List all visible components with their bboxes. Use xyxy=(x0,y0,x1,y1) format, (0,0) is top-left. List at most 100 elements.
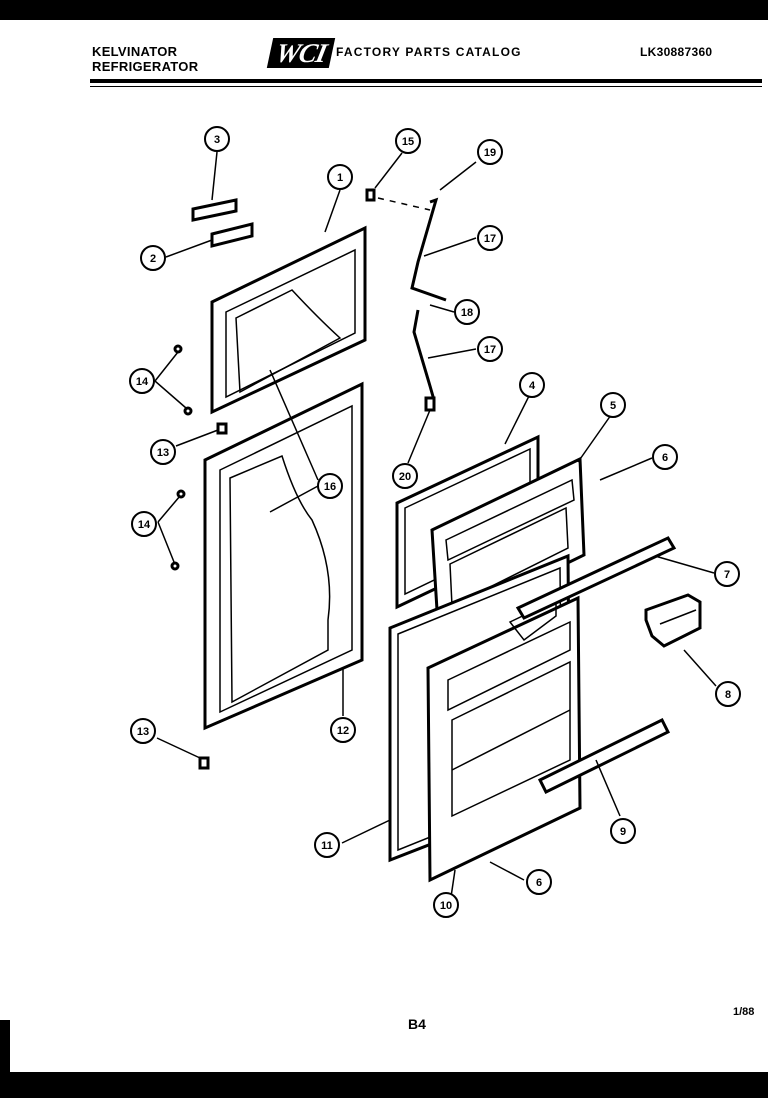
hinge-alignment-line xyxy=(377,197,431,211)
callout-label: 2 xyxy=(150,253,156,265)
callout-label: 15 xyxy=(402,136,414,148)
part-fresh-food-door xyxy=(203,381,364,731)
callout-circle xyxy=(526,869,552,895)
callout-label: 5 xyxy=(610,400,616,412)
callout-c2: 2 xyxy=(140,245,166,271)
part-freezer-door xyxy=(210,225,367,415)
callout-label: 4 xyxy=(529,380,536,392)
callout-circle xyxy=(715,681,741,707)
leader-1 xyxy=(324,189,341,233)
callout-c9: 9 xyxy=(610,818,636,844)
callout-label: 10 xyxy=(440,900,452,912)
callout-c16: 16 xyxy=(317,473,343,499)
leader-9 xyxy=(595,759,621,817)
callout-circle xyxy=(477,336,503,362)
callout-label: 12 xyxy=(337,725,349,737)
leader-14a2 xyxy=(154,380,187,409)
leader-20 xyxy=(407,409,431,464)
leader-5 xyxy=(577,414,612,463)
callout-circle xyxy=(519,372,545,398)
callout-c17a: 17 xyxy=(477,225,503,251)
callout-c14a: 14 xyxy=(129,368,155,394)
callout-label: 19 xyxy=(484,147,496,159)
part-trim-strip-upper xyxy=(191,198,238,222)
leader-19 xyxy=(439,161,477,191)
callout-circle xyxy=(714,561,740,587)
part-screw-14a xyxy=(173,344,183,354)
callout-c13a: 13 xyxy=(150,439,176,465)
leader-18 xyxy=(429,304,455,313)
callout-c20: 20 xyxy=(392,463,418,489)
part-bracket-ribs xyxy=(659,609,697,625)
leader-2 xyxy=(165,239,213,258)
leader-17b xyxy=(427,348,477,359)
brand-line-2: REFRIGERATOR xyxy=(92,59,199,74)
callout-circle xyxy=(330,717,356,743)
callout-label: 3 xyxy=(214,134,220,146)
part-freezer-liner-shelf xyxy=(445,478,575,562)
callout-label: 16 xyxy=(324,481,336,493)
callout-circle xyxy=(610,818,636,844)
date-code: 1/88 xyxy=(733,1006,755,1018)
callout-label: 13 xyxy=(137,726,149,738)
part-bracket xyxy=(644,593,702,648)
part-screw-14d xyxy=(170,561,180,571)
page-code: B4 xyxy=(408,1016,426,1032)
leader-13a xyxy=(175,429,219,447)
callout-c7: 7 xyxy=(714,561,740,587)
callout-c19: 19 xyxy=(477,139,503,165)
callout-circle xyxy=(392,463,418,489)
leader-17a xyxy=(423,237,477,257)
callout-c14b: 14 xyxy=(131,511,157,537)
part-freezer-door-inner xyxy=(225,248,356,399)
callout-label: 6 xyxy=(536,877,542,889)
callout-c3: 3 xyxy=(204,126,230,152)
part-screw-13a xyxy=(216,422,228,435)
part-screw-14c xyxy=(176,489,186,499)
brand-line-1: KELVINATOR xyxy=(92,44,178,59)
leader-16a xyxy=(269,369,319,481)
callout-circle xyxy=(433,892,459,918)
callout-label: 18 xyxy=(461,307,473,319)
callout-label: 9 xyxy=(620,826,626,838)
part-shelf-bar-upper xyxy=(515,536,677,620)
callout-circle xyxy=(454,299,480,325)
callout-circle xyxy=(314,832,340,858)
part-hinge-20 xyxy=(424,396,436,412)
part-hinge-cable-lower xyxy=(412,309,436,401)
leader-6b xyxy=(489,861,525,881)
part-fresh-food-liner-divider xyxy=(451,709,571,771)
part-fresh-food-liner-bin-2 xyxy=(451,660,571,818)
part-hinge-cable-upper xyxy=(410,197,447,302)
callout-label: 11 xyxy=(321,840,333,852)
callout-label: 17 xyxy=(484,344,496,356)
callout-label: 14 xyxy=(138,519,151,531)
callout-circle xyxy=(327,164,353,190)
callout-label: 8 xyxy=(725,689,731,701)
leader-10 xyxy=(450,869,456,898)
leader-4 xyxy=(504,393,531,445)
leader-14b2 xyxy=(157,521,175,563)
callout-c10: 10 xyxy=(433,892,459,918)
callout-label: 13 xyxy=(157,447,169,459)
header-rule-thin xyxy=(90,86,762,87)
document-number: LK30887360 xyxy=(640,45,713,59)
callout-circle xyxy=(204,126,230,152)
top-border-bar xyxy=(0,0,768,20)
left-edge-mark xyxy=(0,1020,10,1075)
callout-c4: 4 xyxy=(519,372,545,398)
callout-circle xyxy=(477,225,503,251)
callout-c18: 18 xyxy=(454,299,480,325)
part-freezer-liner-inner xyxy=(449,506,569,608)
callout-c12: 12 xyxy=(330,717,356,743)
callout-c11: 11 xyxy=(314,832,340,858)
callout-c15: 15 xyxy=(395,128,421,154)
bottom-border-bar xyxy=(0,1072,768,1098)
callout-circle xyxy=(131,511,157,537)
leader-13b xyxy=(156,737,201,759)
part-fresh-food-door-inner xyxy=(219,404,353,714)
callout-c17b: 17 xyxy=(477,336,503,362)
leader-8 xyxy=(683,649,717,687)
part-trim-strip-lower xyxy=(210,222,254,248)
